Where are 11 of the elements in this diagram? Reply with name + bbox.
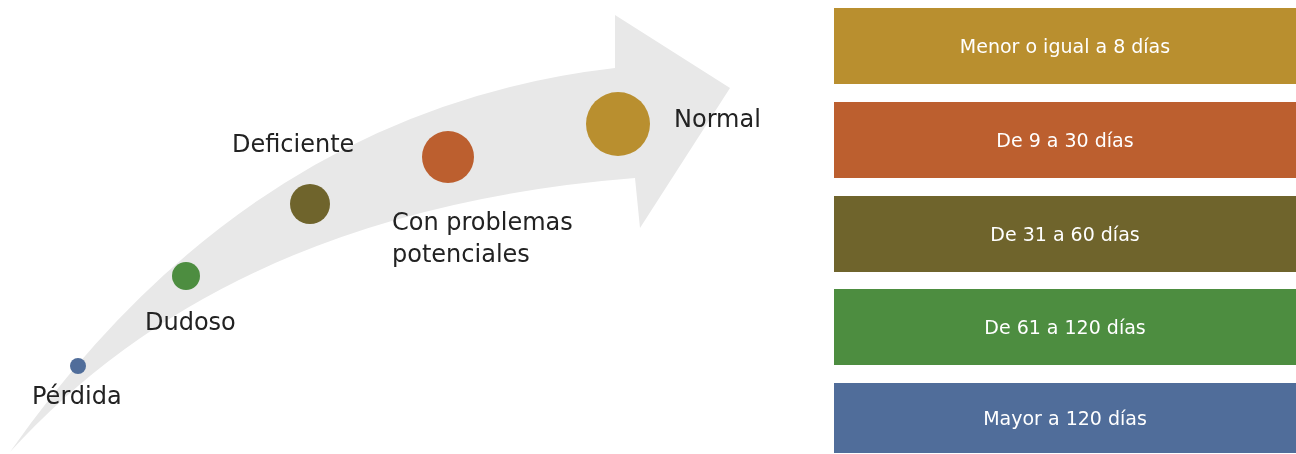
range-box: De 31 a 60 días: [834, 196, 1296, 272]
stage-label: Con problemas potenciales: [392, 207, 574, 271]
range-box: De 9 a 30 días: [834, 102, 1296, 178]
range-box: Mayor a 120 días: [834, 383, 1296, 453]
stage-circle: [70, 358, 86, 374]
range-box: De 61 a 120 días: [834, 289, 1296, 365]
range-box: Menor o igual a 8 días: [834, 8, 1296, 84]
stage-label: Normal: [674, 104, 761, 135]
stage-label: Dudoso: [145, 307, 236, 338]
stage-label: Deficiente: [232, 129, 355, 160]
stage-label: Pérdida: [32, 381, 122, 412]
